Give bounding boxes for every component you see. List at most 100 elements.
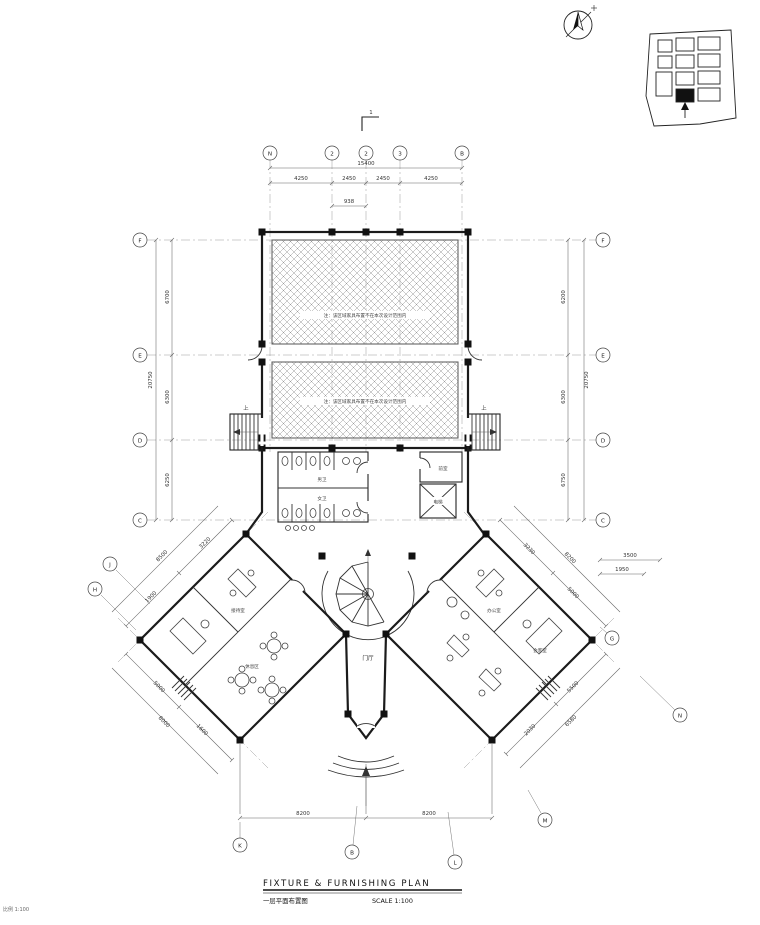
dim-text: 6750 [561, 473, 567, 487]
hatch-note-2: 注：该区域家具布置不在本次设计范围内 [324, 398, 407, 405]
grid-bubble-label: 3 [398, 151, 402, 157]
dim-text: 5000 [152, 680, 166, 694]
entrance [327, 633, 405, 806]
round-table-set [257, 675, 287, 705]
right-wing: 办公室 会客室 [384, 532, 594, 742]
key-plan-arrow-icon [681, 102, 689, 110]
dim-text: 8200 [296, 811, 310, 817]
anteroom: 前室 [418, 451, 463, 483]
dim-text: 6250 [165, 473, 171, 487]
reception-label: 接待室 [231, 607, 245, 614]
office-label: 办公室 [487, 607, 501, 614]
grid-bubbles-left: F E D C [132, 232, 148, 528]
grid-bubble-label: D [601, 438, 605, 444]
grid-bubble-label: B [350, 850, 354, 856]
sheet-subtitle: 一层平面布置图 [263, 896, 308, 905]
upper-block: 注：该区域家具布置不在本次设计范围内 注：该区域家具布置不在本次设计范围内 [247, 228, 483, 452]
stair-upper-right: 上 [466, 404, 501, 451]
sofa [525, 617, 563, 655]
grid-bubble-label: N [268, 151, 272, 157]
round-table-set [227, 665, 257, 695]
grid-bubble-label: L [453, 860, 457, 866]
table [227, 568, 257, 598]
dimension-right: 20750 6200 6300 6750 [561, 237, 590, 523]
dim-text: 2450 [376, 176, 390, 182]
dim-text: 6580 [564, 714, 578, 728]
service-core: 男卫 女卫 前室 电梯 [245, 448, 485, 535]
stair-upper-left: 上 [229, 404, 264, 451]
dim-text: 6300 [165, 390, 171, 404]
dim-text: 20750 [148, 371, 154, 389]
womens-wc-label: 女卫 [317, 495, 327, 502]
grid-bubble-label: K [238, 843, 242, 849]
grid-bubbles-top: N 2 2 3 B [262, 145, 470, 161]
wing-stair [171, 675, 197, 701]
spiral-stair [335, 549, 385, 627]
dim-text: 5000 [566, 586, 580, 600]
grid-bubble-label: C [138, 518, 142, 524]
dim-text: 6300 [561, 390, 567, 404]
round-table-set [259, 631, 289, 661]
grid-bubble-label: B [460, 151, 464, 157]
grid-bubble-label: C [601, 518, 605, 524]
anteroom-label: 前室 [438, 465, 448, 472]
dim-text: 938 [344, 199, 355, 205]
sheet-scale: SCALE 1:100 [372, 897, 413, 905]
dim-text: 6700 [165, 290, 171, 304]
up-label: 上 [481, 404, 487, 412]
entrance-arrow-icon [362, 766, 370, 776]
key-plan-highlight [675, 88, 695, 103]
grid-bubble-label: 2 [330, 151, 334, 157]
sofa [169, 617, 207, 655]
section-mark-label: 1 [369, 110, 372, 116]
dim-text: 8200 [563, 551, 577, 565]
dim-text: 20750 [584, 371, 590, 389]
key-plan [645, 29, 737, 127]
desk [446, 634, 470, 658]
elevator-label: 电梯 [433, 499, 443, 506]
left-wing: 接待室 休息区 [138, 532, 348, 742]
grid-bubble-label: F [601, 238, 604, 244]
elevator: 电梯 [419, 483, 457, 519]
grid-bubble-label: J [108, 562, 111, 568]
desk [478, 668, 502, 692]
lobby: 门厅 [318, 549, 470, 662]
up-label: 上 [243, 404, 249, 412]
dim-text: 3220 [198, 536, 212, 550]
corner-note: 比例 1:100 [3, 906, 29, 913]
grid-bubbles-right: F E D C [595, 232, 611, 528]
dim-text: 5500 [566, 680, 580, 694]
sheet-title: FIXTURE & FURNISHING PLAN [263, 879, 430, 889]
dim-text: 3500 [623, 553, 637, 559]
dim-text: 1900 [144, 590, 158, 604]
wing-columns [136, 530, 596, 744]
wing-stair [535, 675, 561, 701]
hatch-note-1: 注：该区域家具布置不在本次设计范围内 [324, 312, 407, 319]
toilet-block: 男卫 女卫 [277, 451, 370, 531]
desk [475, 568, 505, 598]
dim-text: 1600 [195, 723, 209, 737]
grid-bubble-label: H [93, 587, 97, 593]
dim-text: 3230 [522, 542, 536, 556]
dimension-right-wing: 3230 5000 8200 5500 2030 6580 3500 1950 [497, 505, 663, 769]
lounge-label: 休息区 [245, 663, 259, 670]
lobby-label: 门厅 [362, 654, 374, 662]
dim-text: 6200 [561, 290, 567, 304]
grid-bubbles-outer: J H K B L M N G [87, 556, 688, 870]
hatched-room-1 [271, 239, 459, 345]
north-arrow-icon [563, 5, 597, 40]
grid-bubble-label: M [543, 818, 548, 824]
grid-bubble-label: D [138, 438, 142, 444]
grid-bubble-label: E [138, 353, 142, 359]
dim-text: 2030 [523, 723, 537, 737]
title-block: FIXTURE & FURNISHING PLAN 一层平面布置图 SCALE … [263, 879, 462, 905]
dim-text: 4250 [294, 176, 308, 182]
meeting-label: 会客室 [533, 647, 547, 654]
dim-text: 15400 [357, 161, 375, 167]
dim-text: 2450 [342, 176, 356, 182]
grid-bubble-label: F [138, 238, 141, 244]
mens-wc-label: 男卫 [317, 477, 327, 483]
dim-text: 8500 [155, 549, 169, 563]
